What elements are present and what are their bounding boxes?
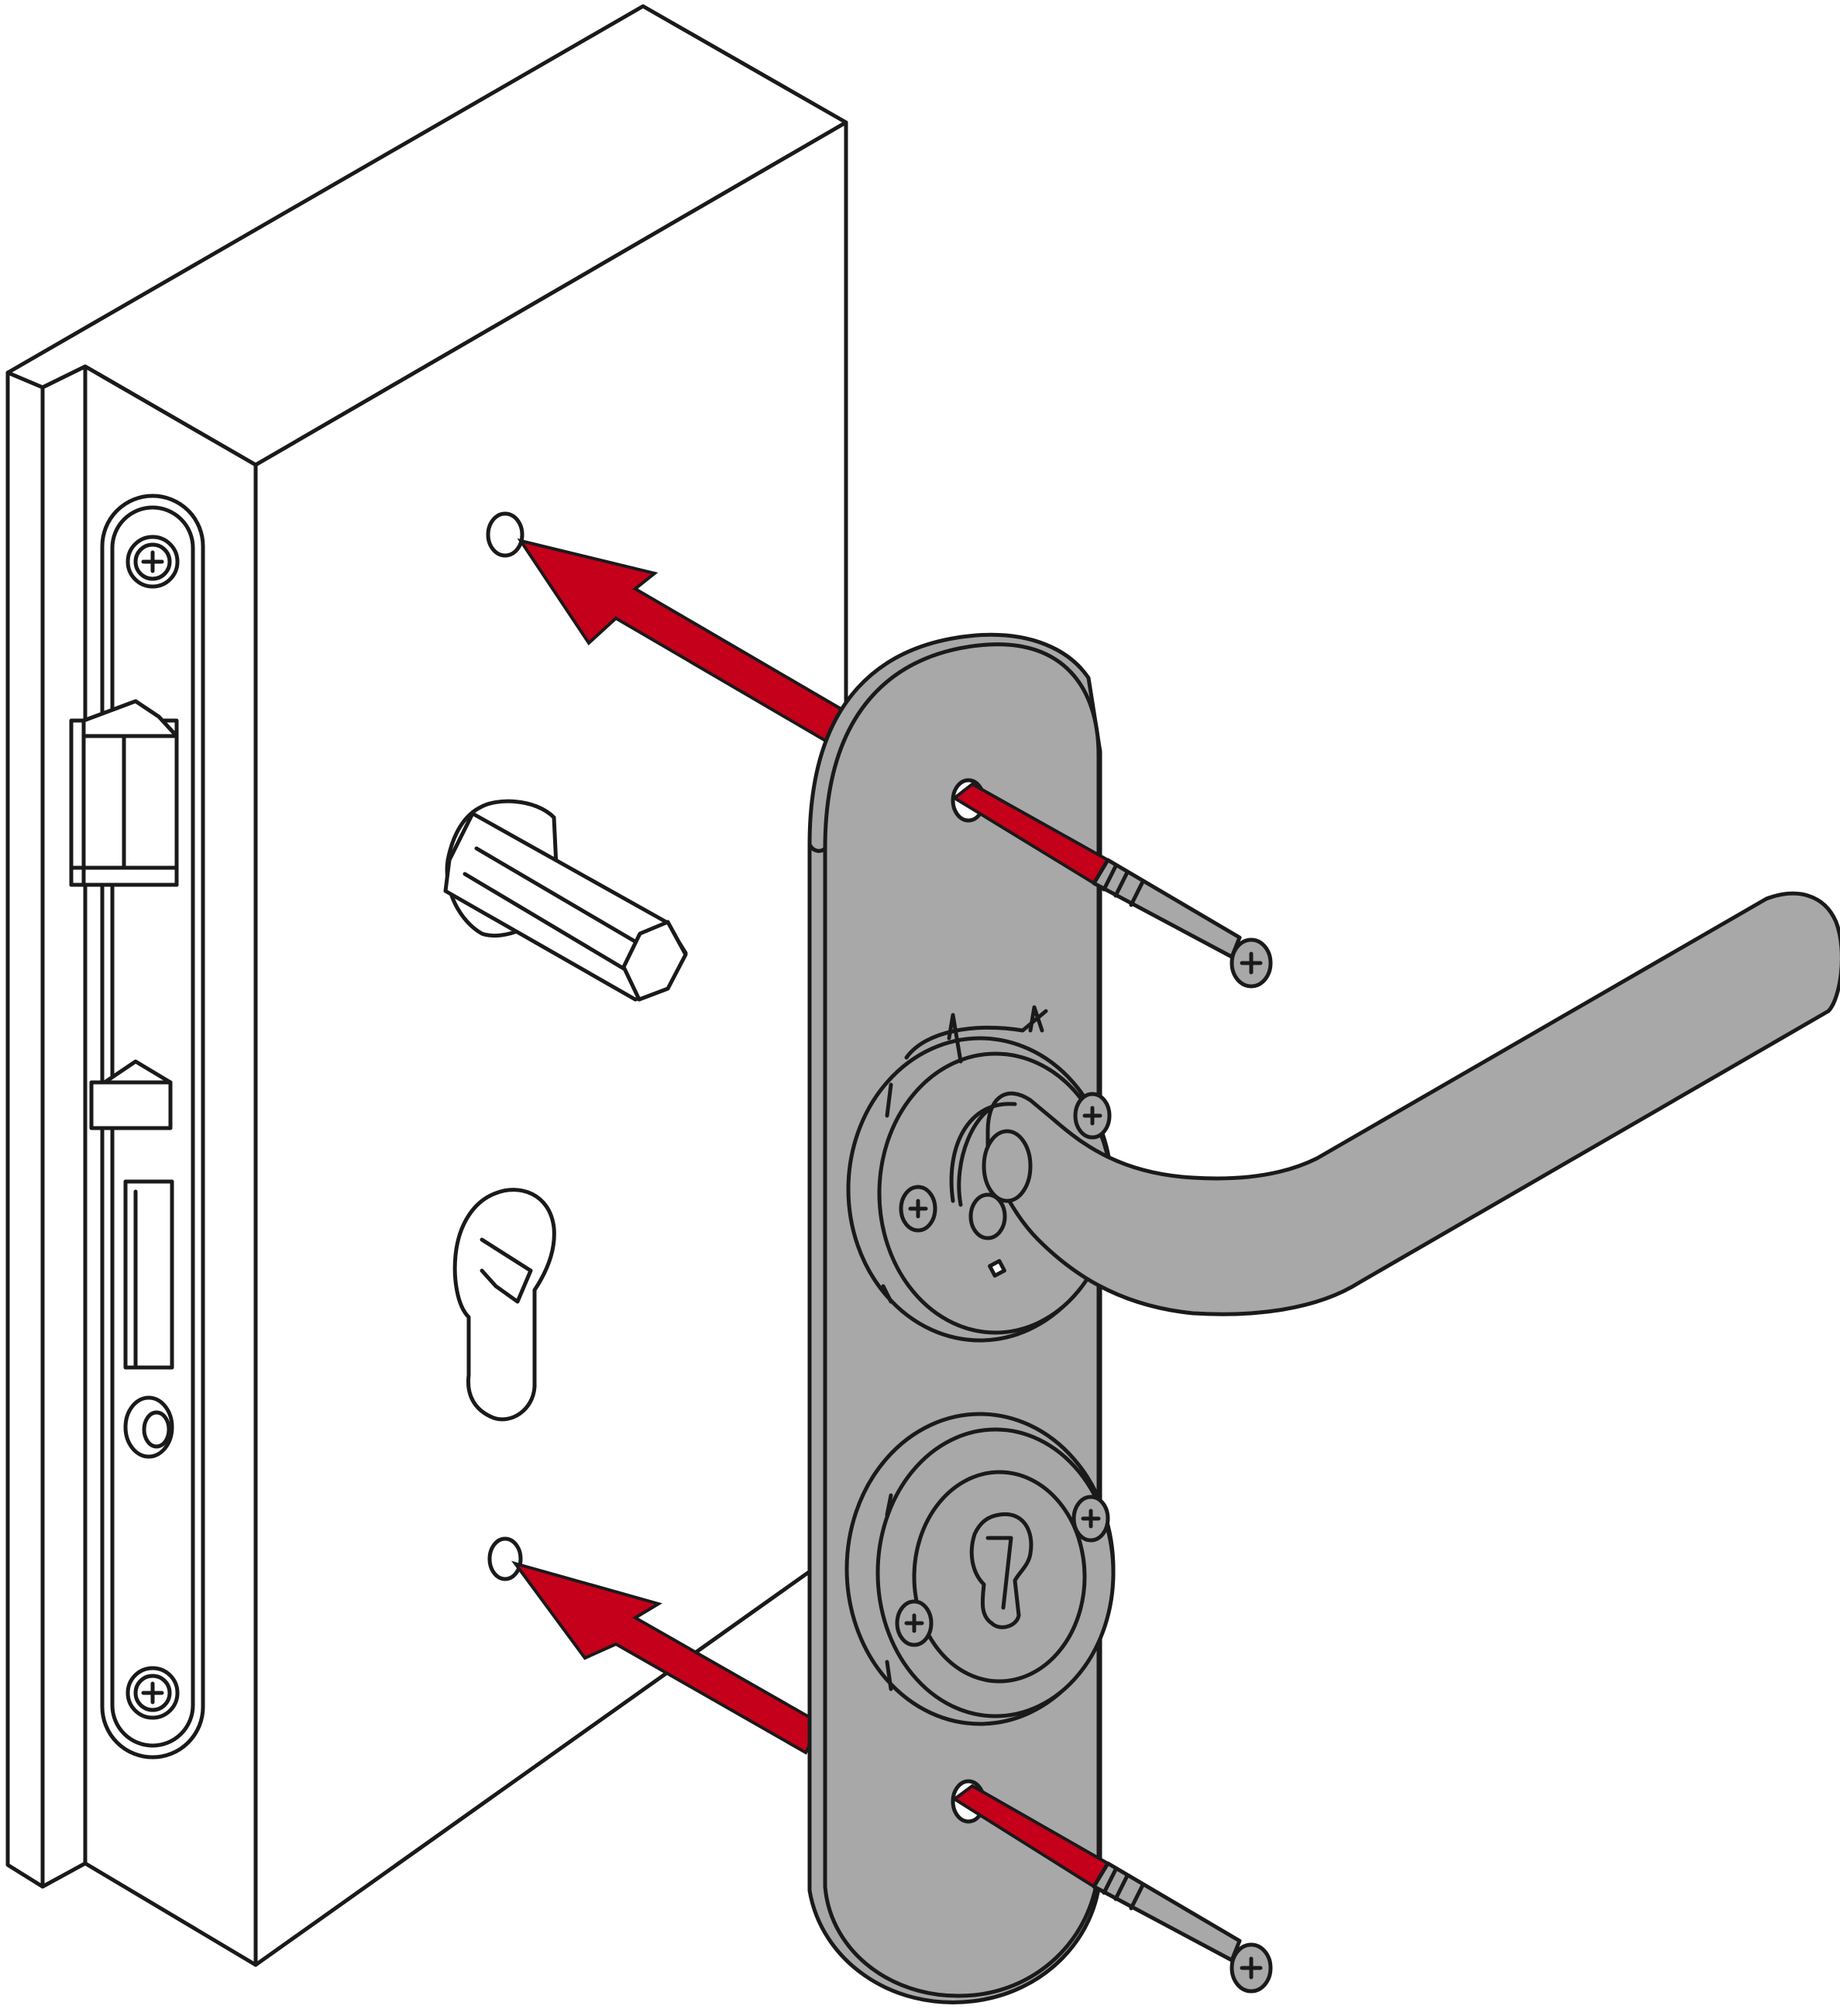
lever-neck (982, 1129, 1033, 1203)
screw-bottom (951, 1779, 1273, 1994)
faceplate-round-hole (123, 1395, 174, 1459)
phillips-screw-icon (1230, 1942, 1273, 1994)
cylinder-cutout (452, 1188, 556, 1422)
door-edge-strip (5, 370, 45, 1889)
cylinder-keyhole (969, 1512, 1033, 1629)
mortise-lock-faceplate (69, 494, 205, 1760)
screw-top (951, 778, 1273, 989)
faceplate-screw-bottom-icon (126, 1666, 180, 1720)
lever-handle (949, 891, 1840, 1316)
lever-grub-screw (968, 1192, 1007, 1240)
cylinder-escutcheon (844, 1412, 1116, 1726)
phillips-screw-icon (1230, 937, 1273, 989)
deadbolt-small (89, 1059, 173, 1130)
square-spindle (443, 799, 688, 1002)
faceplate-screw-top-icon (126, 535, 180, 589)
lock-forend-strip (40, 364, 88, 1889)
pilot-hole-top (486, 511, 524, 558)
latch-bolt (69, 699, 179, 887)
phillips-screw-icon (899, 1185, 937, 1233)
phillips-screw-icon (895, 1599, 934, 1647)
pilot-hole-bottom (487, 1536, 523, 1581)
phillips-screw-icon (1073, 1092, 1112, 1140)
deadbolt-slot (123, 1179, 174, 1370)
phillips-screw-icon (1071, 1495, 1110, 1543)
